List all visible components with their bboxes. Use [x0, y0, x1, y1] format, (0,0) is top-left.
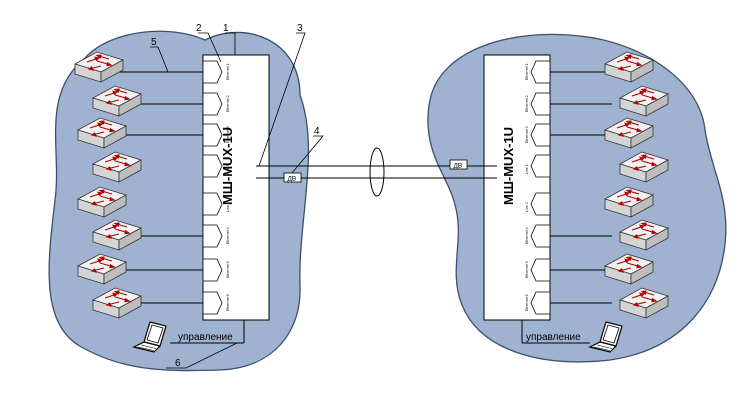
callout-3: 3 — [297, 23, 303, 34]
left-ethernet-port-3-label: Ethernet 3 — [226, 126, 230, 143]
left-ethernet-port-5: Ethernet 5 — [202, 258, 230, 282]
right-mgmt-label: управление — [526, 332, 581, 343]
left-ethernet-port-2: Ethernet 2 — [202, 92, 230, 116]
right-ethernet-port-3-label: Ethernet 3 — [525, 126, 529, 143]
callout-2: 2 — [196, 23, 202, 34]
right-ethernet-port-1-label: Ethernet 1 — [525, 63, 529, 80]
left-dv-label: ДВ — [288, 176, 297, 183]
trunk-cable-bundle — [369, 147, 385, 197]
right-ethernet-port-3: Ethernet 3 — [525, 123, 551, 147]
right-dv-label: ДВ — [454, 163, 463, 170]
callout-1: 1 — [223, 23, 229, 34]
right-network-cloud — [427, 33, 727, 363]
left-ethernet-port-4-label: Ethernet 4 — [226, 227, 230, 244]
callout-5-leader — [150, 46, 169, 73]
callout-4-leader — [291, 135, 324, 174]
left-ethernet-port-5-label: Ethernet 5 — [226, 261, 230, 278]
right-line-port-1: Line 1 — [525, 154, 551, 178]
right-ethernet-port-2: Ethernet 2 — [525, 92, 551, 116]
right-line-port-2-label: Line 2 — [525, 202, 529, 212]
callout-6: 6 — [175, 358, 181, 369]
left-ethernet-port-1-label: Ethernet 1 — [226, 63, 230, 80]
right-ethernet-port-6: Ethernet 6 — [525, 291, 551, 315]
right-line-port-1-label: Line 1 — [525, 164, 529, 174]
left-ethernet-port-6-label: Ethernet 6 — [226, 294, 230, 311]
right-ethernet-port-5-label: Ethernet 5 — [525, 261, 529, 278]
left-mux-label: МШ-MUX-1U — [220, 127, 235, 205]
right-ethernet-port-1: Ethernet 1 — [525, 60, 551, 84]
left-ethernet-port-3: Ethernet 3 — [202, 123, 230, 147]
right-mux-label: МШ-MUX-1U — [501, 127, 516, 205]
left-line-port-2: Line 2 — [202, 192, 230, 216]
right-ethernet-port-4: Ethernet 4 — [525, 224, 551, 248]
left-ethernet-port-1: Ethernet 1 — [202, 60, 230, 84]
callout-6-leader — [166, 342, 238, 369]
right-line-port-2: Line 2 — [525, 192, 551, 216]
right-ethernet-port-6-label: Ethernet 6 — [525, 294, 529, 311]
callout-5: 5 — [151, 37, 157, 48]
right-dv-box — [449, 159, 468, 170]
left-mgmt-label: управление — [178, 332, 233, 343]
right-ethernet-port-4-label: Ethernet 4 — [525, 227, 529, 244]
left-line-port-1: Line 1 — [202, 154, 230, 178]
left-ethernet-port-6: Ethernet 6 — [202, 291, 230, 315]
left-ethernet-port-4: Ethernet 4 — [202, 224, 230, 248]
right-ethernet-port-5: Ethernet 5 — [525, 258, 551, 282]
left-ethernet-port-2-label: Ethernet 2 — [226, 95, 230, 112]
left-line-port-1-label: Line 1 — [226, 164, 230, 174]
callout-1-leader — [225, 32, 236, 55]
callout-4: 4 — [314, 126, 320, 137]
callout-3-leader — [258, 32, 306, 167]
left-line-port-2-label: Line 2 — [226, 202, 230, 212]
right-ethernet-port-2-label: Ethernet 2 — [525, 95, 529, 112]
callout-2-leader — [198, 32, 222, 63]
